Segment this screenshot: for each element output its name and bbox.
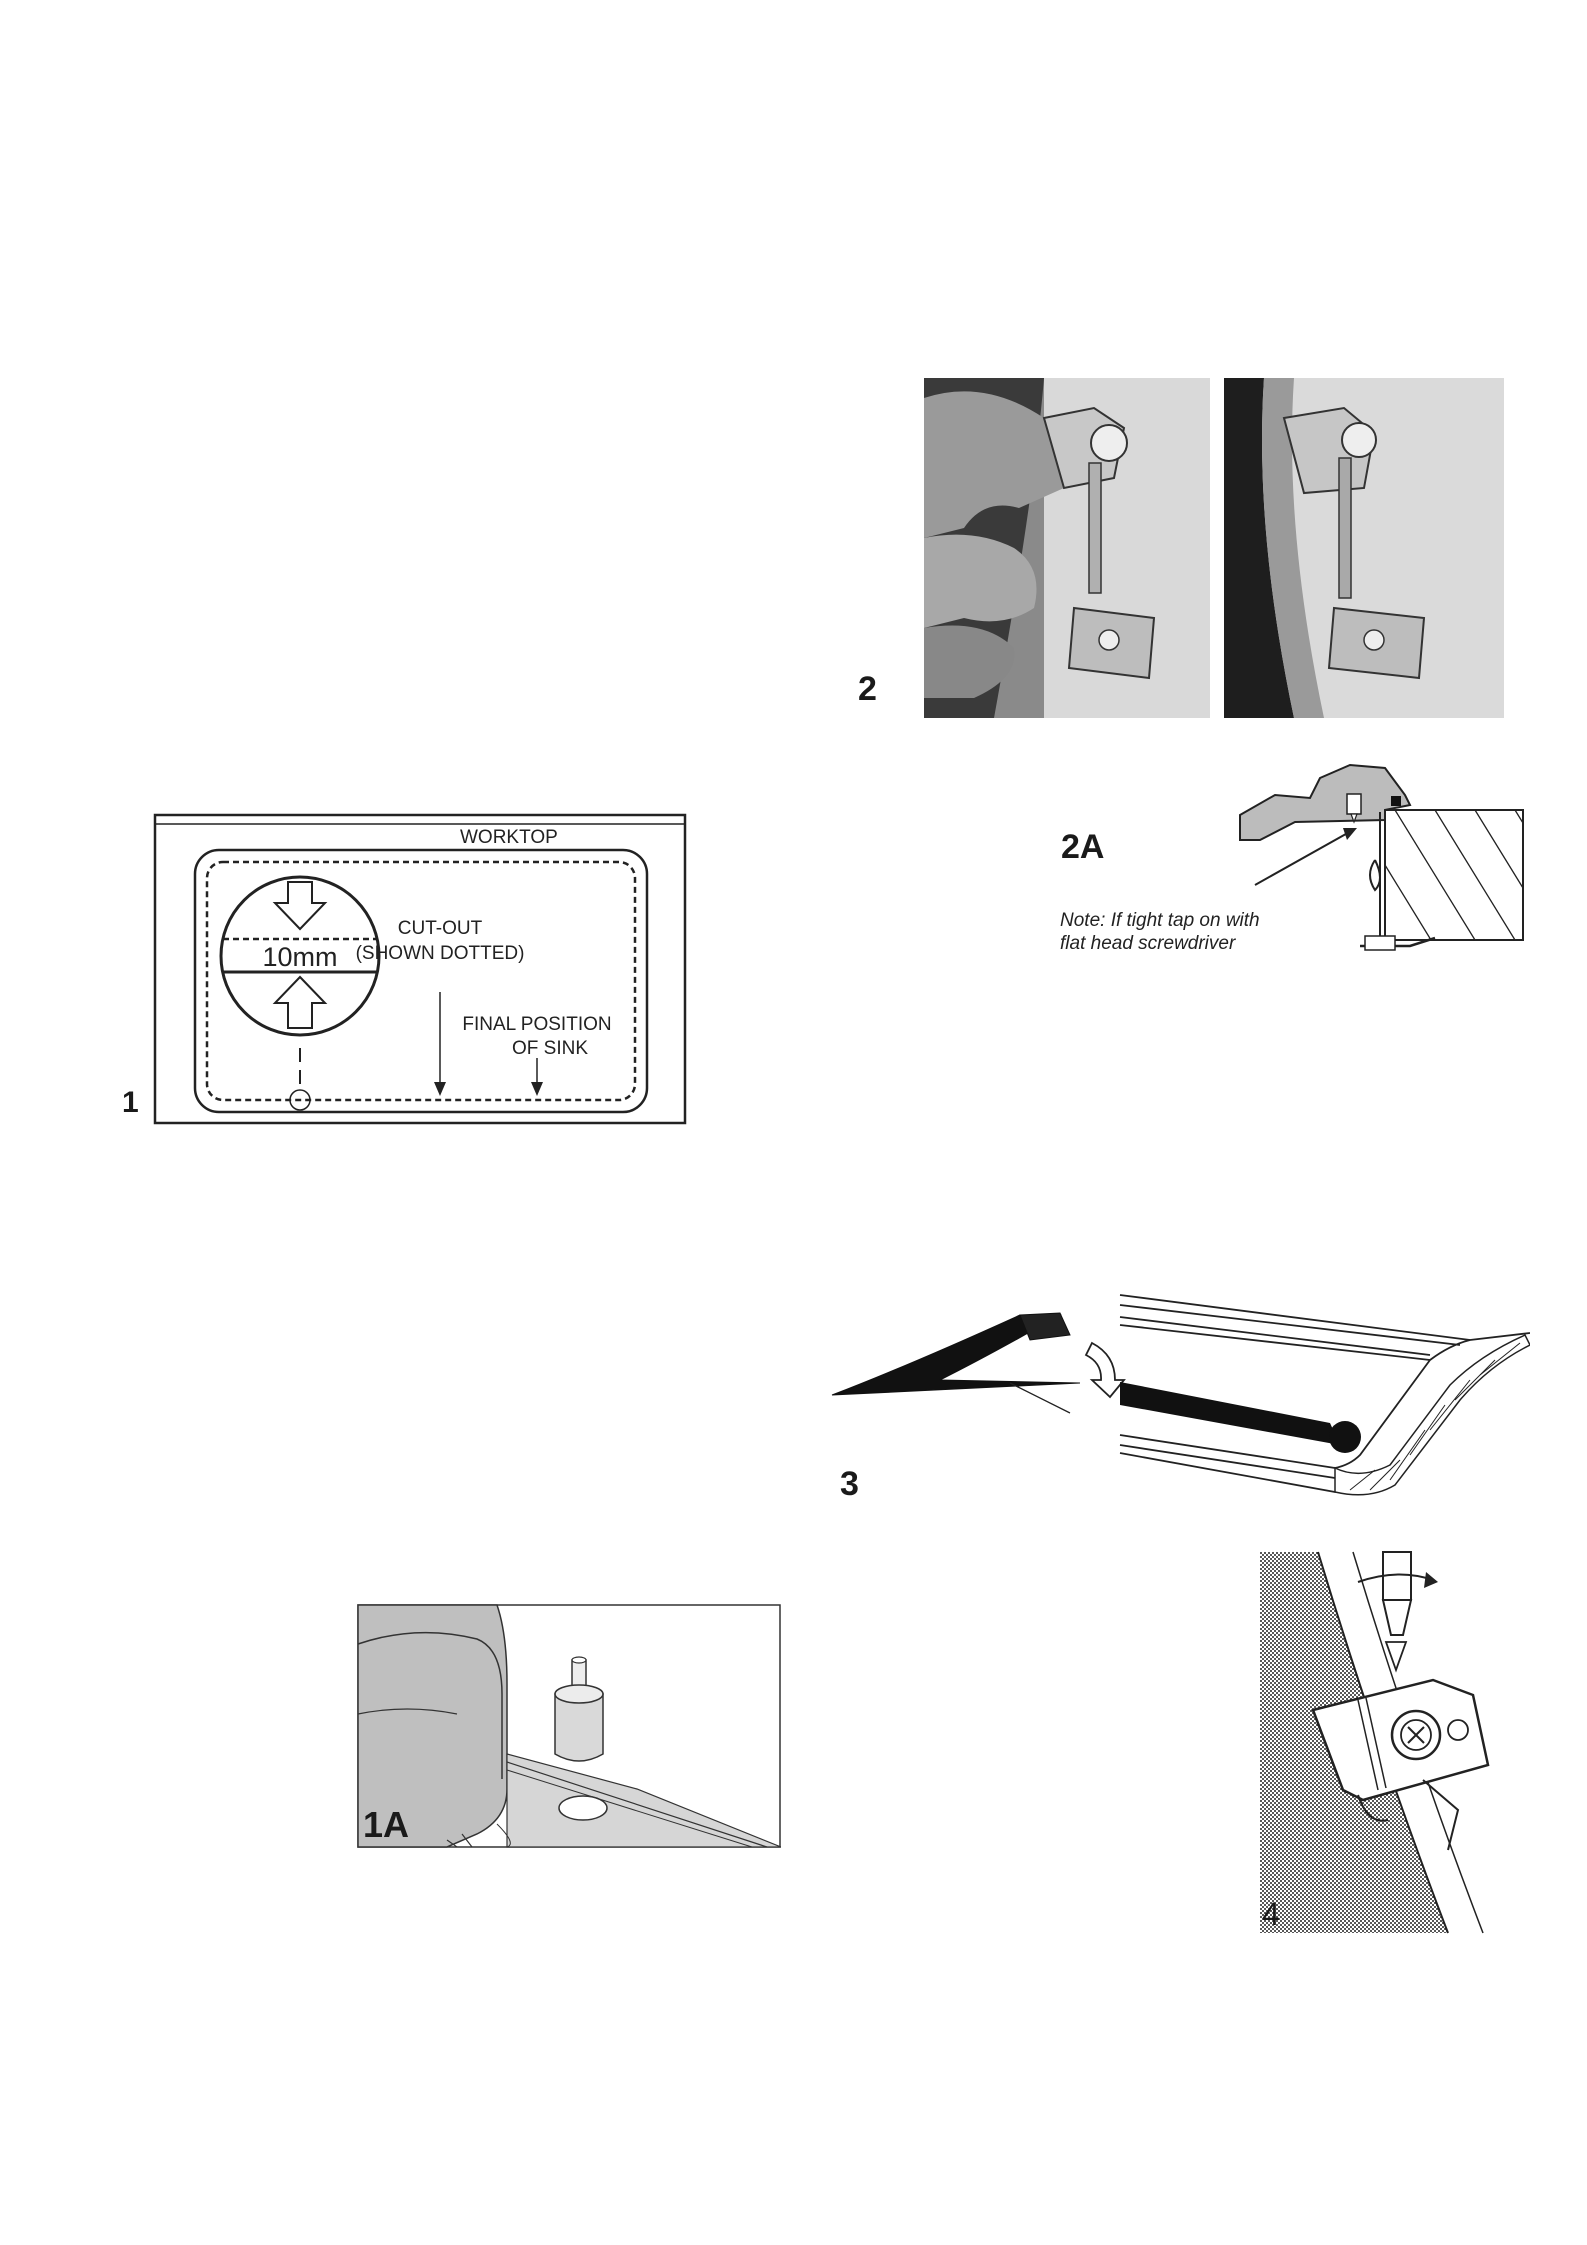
figure-2-photo-clip-installed [1224,378,1504,718]
figure-3-seal-strip-illustration [830,1285,1530,1510]
figure-2a-section-diagram [1235,760,1525,970]
worktop-label: WORKTOP [460,827,558,848]
figure-2-number: 2 [858,670,877,709]
figure-1a-number: 1A [363,1804,409,1846]
figure-2a-note-line2: flat head screwdriver [1060,933,1235,955]
cutout-label-line2: (SHOWN DOTTED) [356,943,525,964]
figure-1a-stud-illustration [357,1604,781,1848]
figure-4-number: 4 [1262,1896,1280,1933]
final-position-line1: FINAL POSITION [462,1014,611,1035]
figure-2-photo-fitting-clip [924,378,1210,718]
final-position-line2: OF SINK [512,1038,588,1059]
figure-1-number: 1 [122,1086,139,1120]
dimension-label: 10mm [262,942,337,972]
figure-4-clip-screw-illustration [1258,1550,1528,1935]
cutout-label-line1: CUT-OUT [398,918,483,939]
figure-2a-note-line1: Note: If tight tap on with [1060,910,1260,932]
figure-3-number: 3 [840,1465,859,1504]
figure-2a-number: 2A [1061,828,1104,867]
figure-1-cutout-diagram: WORKTOP CUT-OUT (SHOWN DOTTED) FINAL POS… [150,810,690,1128]
